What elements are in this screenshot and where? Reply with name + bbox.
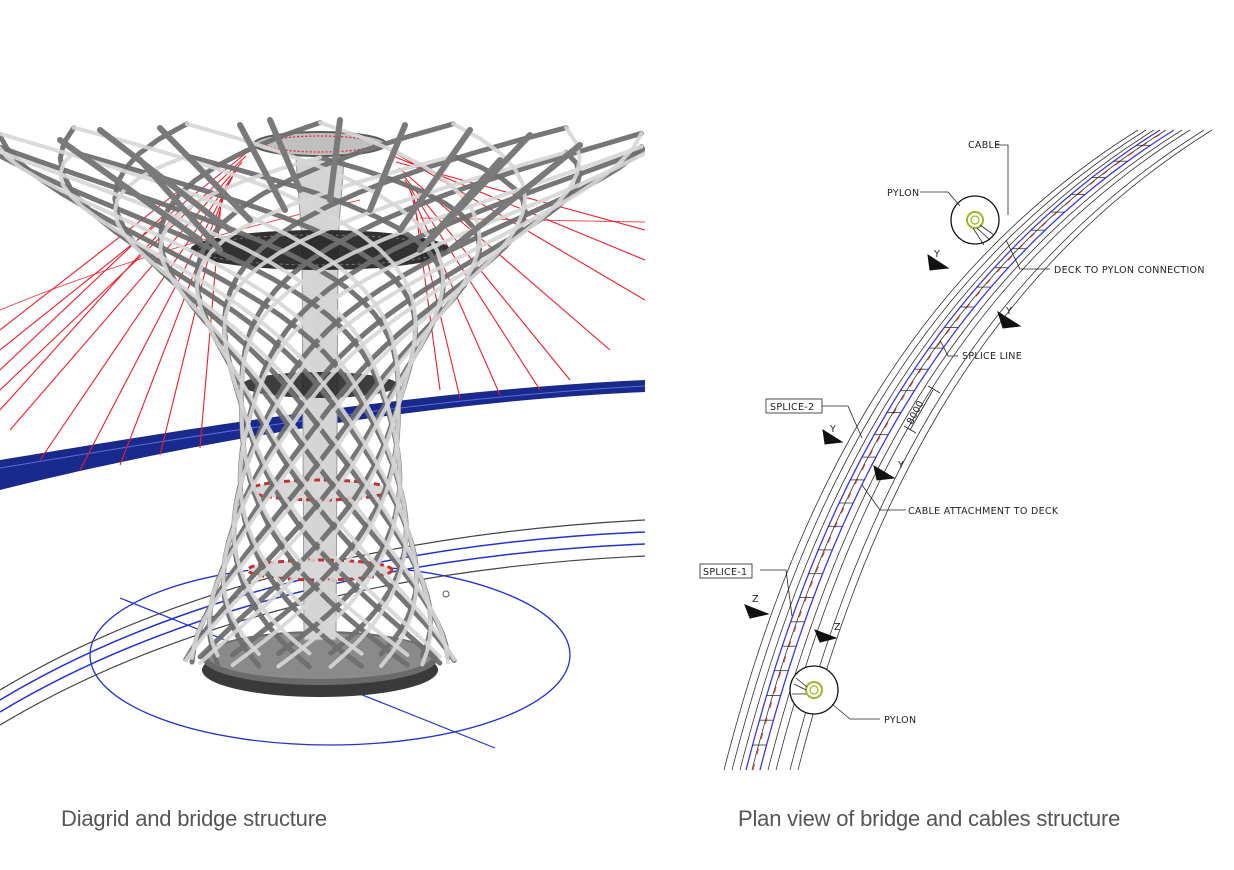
stay-cable [413,197,441,391]
diagrid-member [194,154,457,662]
section-z-1: Z [752,594,759,605]
section-markers [744,253,1022,643]
diagrid-member [58,150,419,668]
diagrid-member [157,120,451,661]
crown-spikes [57,117,583,253]
stay-cable [0,199,181,371]
bridge-arc [731,129,1147,771]
crown-spike [57,137,203,243]
bridge-arc [759,129,1175,771]
dimension-8000 [903,385,941,434]
label-deck-to-pylon: DECK TO PYLON CONNECTION [1054,265,1205,276]
section-y-2: Y [1005,306,1012,317]
diagrid-member [231,131,644,656]
label-splice-2: SPLICE-2 [770,402,814,413]
crown-spike [417,157,503,253]
label-splice-1: SPLICE-1 [703,567,747,578]
diagrid-render [0,100,645,760]
stay-cable [404,179,541,391]
stay-cable [0,149,251,351]
label-pylon-top: PYLON [887,188,919,199]
diagrid-members [0,120,645,670]
crown-spike [447,142,583,253]
label-cable: CABLE [968,140,1000,151]
crown-spike [157,125,253,223]
section-z-2: Z [834,622,841,633]
diagrid-member [189,154,483,665]
stay-cable [119,179,231,466]
label-splice-line: SPLICE LINE [962,351,1022,362]
label-cable-attachment: CABLE ATTACHMENT TO DECK [908,506,1059,517]
diagrid-member [158,155,450,665]
diagrid-member [183,153,446,662]
pylon-top [950,195,1000,246]
caption-plan-view: Plan view of bridge and cables structure [738,806,1121,831]
diagrid-member [194,121,457,663]
pylon-bottom [789,665,839,715]
crown-spike [267,117,303,193]
crown-spike [367,122,408,213]
plan-view: CABLE PYLON DECK TO PYLON CONNECTION SPL… [690,100,1234,780]
section-y-1: Y [933,249,940,260]
bridge-arc [797,129,1213,771]
diagrid-member [0,145,409,669]
stay-cable [79,173,235,471]
label-pylon-bottom: PYLON [884,715,916,726]
deck-ticks [752,144,1151,746]
diagrid-member [112,154,433,667]
bridge-arc [739,129,1155,771]
label-dimension: 8000 [905,399,927,427]
diagrid-render-svg [0,117,645,749]
crown-spike [237,122,288,213]
crown-spike [97,127,233,233]
crown-spike [137,157,223,253]
diagrid-member [239,144,644,657]
caption-diagrid: Diagrid and bridge structure [61,806,327,831]
bridge-arc [767,129,1183,771]
diagrid-member [238,150,645,656]
plan-view-svg: CABLE PYLON DECK TO PYLON CONNECTION SPL… [699,129,1213,771]
bridge-arc [775,129,1191,771]
stay-cable [401,173,571,381]
section-y-3: Y [829,424,836,435]
crown-spike [327,117,343,203]
diagrid-member [0,149,402,669]
crown-spike [397,127,473,233]
diagrid-member [231,144,644,670]
stay-cable [0,189,181,331]
marker-point [442,590,450,598]
leader-lines [760,144,1050,720]
section-y-4: Y [897,460,904,471]
ground-guides [0,199,645,749]
bridge-arc [789,129,1205,771]
bridge-arc [723,129,1139,771]
